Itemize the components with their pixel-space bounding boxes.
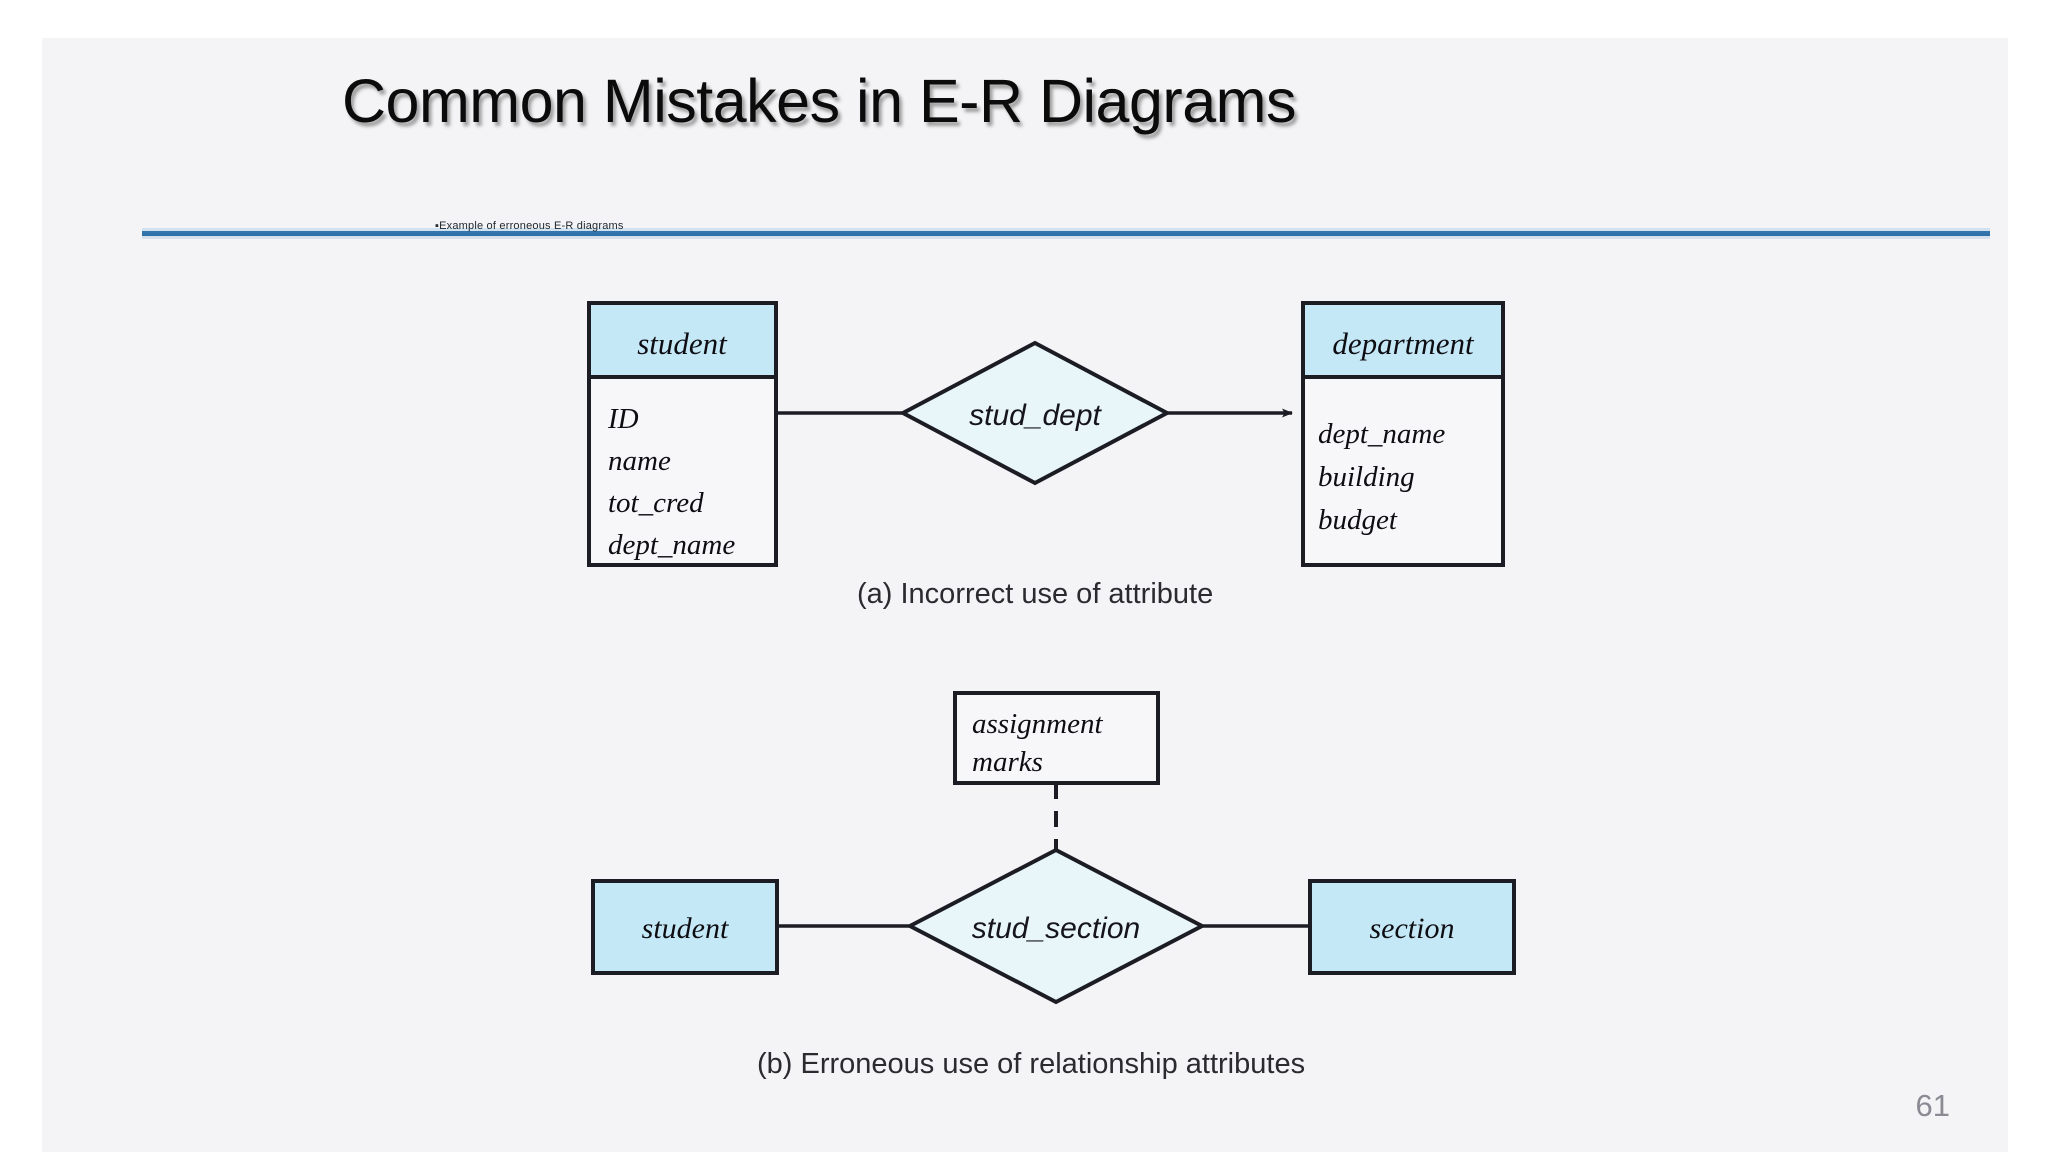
bullet-marker-icon: ▪ bbox=[435, 220, 440, 232]
relationship-stud-dept-shape bbox=[898, 340, 1172, 486]
er-diagram-svg: student ID name tot_cred dept_name stud_… bbox=[587, 301, 1516, 1005]
relationship-stud-dept-label: stud_dept bbox=[969, 399, 1102, 432]
entity-student-a-attribute-3: dept_name bbox=[608, 529, 735, 561]
er-diagram-figure: student ID name tot_cred dept_name stud_… bbox=[42, 38, 2008, 1152]
relationship-stud-section-label: stud_section bbox=[972, 912, 1140, 945]
relationship-stud-section[interactable]: stud_section bbox=[905, 847, 1207, 1005]
bullet-label: Example of erroneous E-R diagrams bbox=[439, 220, 624, 232]
entity-student-b[interactable]: student bbox=[591, 879, 779, 975]
page-title: Common Mistakes in E-R Diagrams bbox=[342, 67, 1296, 135]
attribute-box-body bbox=[953, 691, 1160, 785]
attribute-box-assignment-marks[interactable]: assignment marks bbox=[953, 691, 1160, 785]
entity-student-b-body bbox=[591, 879, 779, 975]
relationship-stud-section-shape bbox=[905, 847, 1207, 1005]
entity-section-name: section bbox=[1370, 912, 1455, 945]
relationship-stud-dept[interactable]: stud_dept bbox=[898, 340, 1172, 486]
entity-department-header bbox=[1301, 301, 1505, 379]
figure-b-caption: (b) Erroneous use of relationship attrib… bbox=[757, 1048, 1306, 1080]
entity-student-a-name: student bbox=[637, 326, 728, 361]
divider-rule bbox=[142, 228, 1990, 239]
entity-department-attribute-1: building bbox=[1318, 461, 1415, 493]
entity-department-name: department bbox=[1332, 326, 1475, 361]
bullet-text-line: ▪Example of erroneous E-R diagrams bbox=[435, 220, 624, 232]
attribute-box-line-1: marks bbox=[972, 746, 1043, 778]
slide-canvas: Common Mistakes in E-R Diagrams ▪Example… bbox=[42, 38, 2008, 1152]
attribute-box-line-0: assignment bbox=[972, 708, 1103, 740]
entity-student-a-attribute-0: ID bbox=[607, 403, 639, 435]
title-divider: ▪Example of erroneous E-R diagrams bbox=[102, 220, 1992, 246]
entity-student-b-name: student bbox=[642, 912, 729, 945]
entity-student-a-header bbox=[587, 301, 778, 379]
entity-student-a-attribute-2: tot_cred bbox=[608, 487, 704, 519]
entity-department[interactable]: department dept_name building budget bbox=[1301, 301, 1505, 567]
entity-section-body bbox=[1308, 879, 1516, 975]
entity-department-attribute-0: dept_name bbox=[1318, 418, 1445, 450]
entity-section[interactable]: section bbox=[1308, 879, 1516, 975]
figure-a-caption: (a) Incorrect use of attribute bbox=[857, 578, 1214, 610]
entity-student-a-attribute-1: name bbox=[608, 445, 671, 477]
entity-student-a[interactable]: student ID name tot_cred dept_name bbox=[587, 301, 778, 567]
entity-department-attribute-2: budget bbox=[1318, 504, 1398, 536]
slide-page-number: 61 bbox=[1915, 1088, 1950, 1123]
